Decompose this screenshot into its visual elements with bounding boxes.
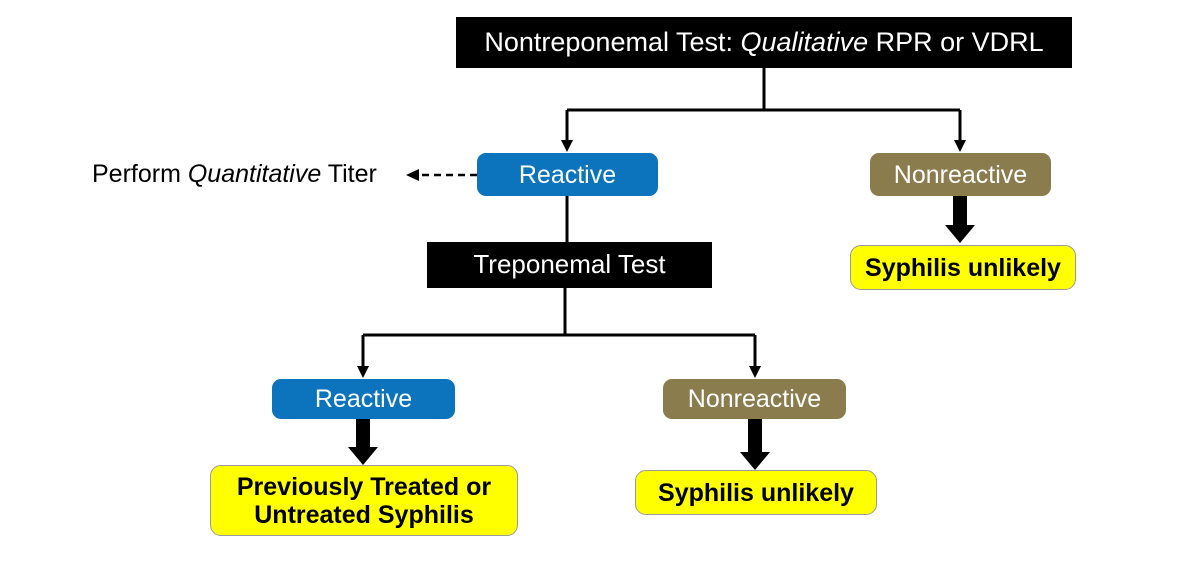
connector-block-arrow-bottom-left bbox=[348, 419, 378, 465]
node-outcome-syphilis-unlikely-bottom[interactable]: Syphilis unlikely bbox=[635, 470, 877, 515]
node-label: Syphilis unlikely bbox=[658, 478, 854, 507]
node-nontreponemal-test[interactable]: Nontreponemal Test: Qualitative RPR or V… bbox=[456, 17, 1072, 68]
connector-block-arrow-top-right bbox=[945, 196, 975, 243]
label-suffix: RPR or VDRL bbox=[868, 27, 1044, 58]
node-label: Nonreactive bbox=[893, 160, 1028, 189]
note-italic-quantitative: Quantitative bbox=[187, 160, 322, 188]
connector-top-split bbox=[561, 68, 966, 152]
node-label: Reactive bbox=[518, 160, 617, 189]
node-label: Syphilis unlikely bbox=[865, 253, 1061, 282]
node-nonreactive-nontreponemal[interactable]: Nonreactive bbox=[870, 153, 1051, 196]
label-italic-qualitative: Qualitative bbox=[740, 27, 869, 58]
connector-second-split bbox=[357, 288, 761, 378]
label-prefix: Nontreponemal Test: bbox=[484, 27, 741, 58]
node-nontreponemal-test-label: Nontreponemal Test: Qualitative RPR or V… bbox=[484, 27, 1043, 57]
node-label: Nonreactive bbox=[687, 385, 822, 413]
node-label: Previously Treated or Untreated Syphilis bbox=[236, 472, 492, 529]
node-label: Treponemal Test bbox=[473, 249, 666, 280]
node-treponemal-test[interactable]: Treponemal Test bbox=[427, 242, 712, 288]
node-reactive-nontreponemal[interactable]: Reactive bbox=[477, 153, 658, 196]
label-perform-quantitative-titer: Perform Quantitative Titer bbox=[92, 160, 377, 189]
node-reactive-treponemal[interactable]: Reactive bbox=[272, 379, 455, 419]
node-label: Reactive bbox=[314, 385, 413, 413]
node-outcome-previously-treated-or-untreated-syphilis[interactable]: Previously Treated or Untreated Syphilis bbox=[210, 465, 518, 536]
connector-dashed-quantitative-titer bbox=[406, 169, 477, 181]
connector-block-arrow-bottom-right bbox=[740, 419, 770, 470]
node-outcome-syphilis-unlikely-top[interactable]: Syphilis unlikely bbox=[850, 245, 1076, 290]
node-nonreactive-treponemal[interactable]: Nonreactive bbox=[663, 379, 846, 419]
note-suffix: Titer bbox=[321, 160, 377, 188]
note-prefix: Perform bbox=[92, 160, 188, 188]
